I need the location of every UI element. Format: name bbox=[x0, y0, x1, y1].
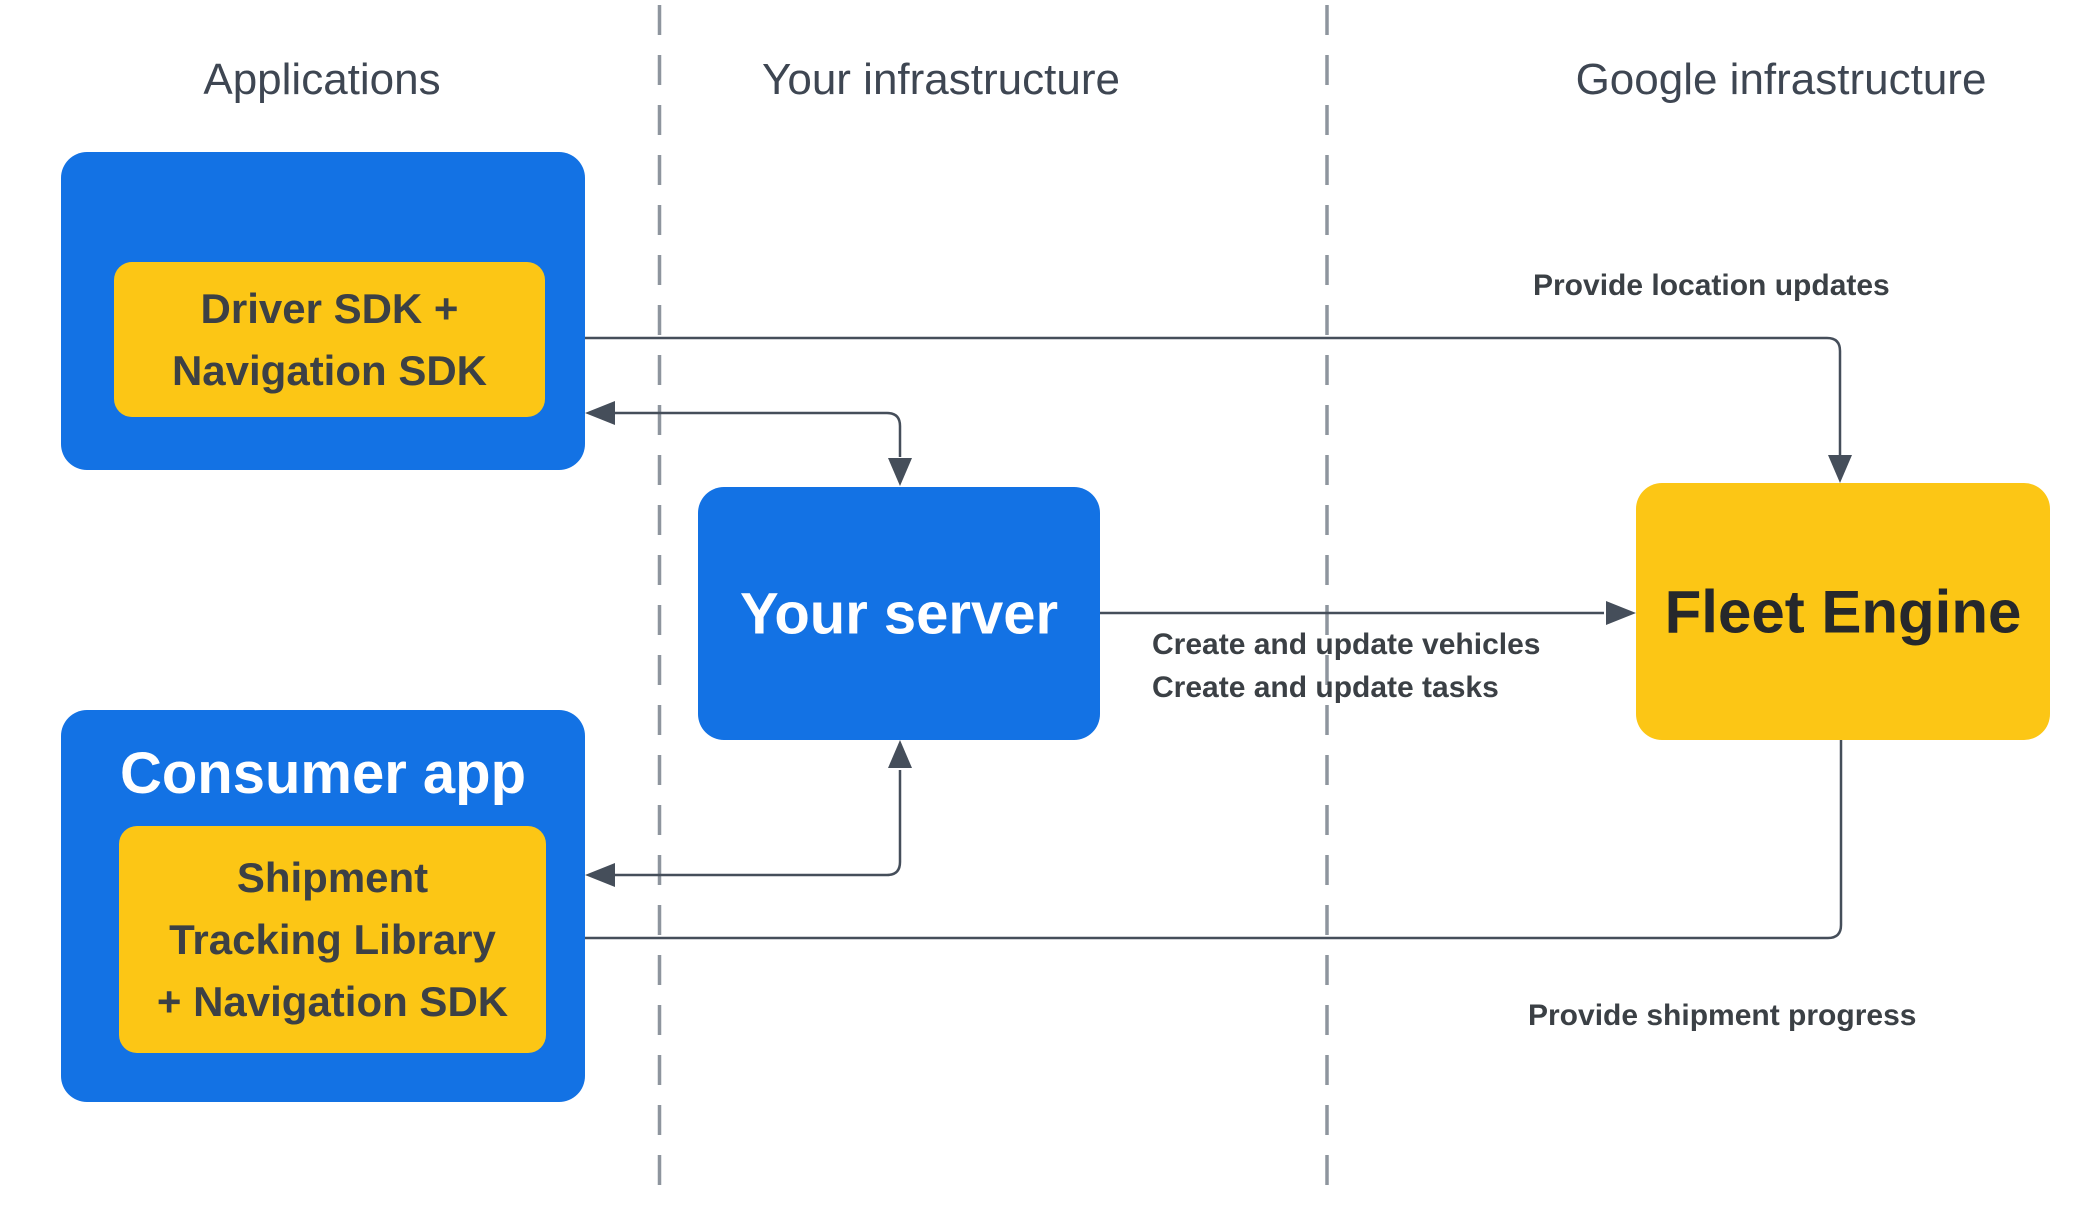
edge-label-provide-shipment-progress: Provide shipment progress bbox=[1528, 999, 1917, 1032]
shipment-library-line2: Tracking Library bbox=[169, 915, 496, 963]
arrowhead-into-fleet-engine-left bbox=[1606, 601, 1636, 625]
edge-label-create-tasks: Create and update tasks bbox=[1152, 671, 1499, 704]
arrowhead-into-consumer-app bbox=[585, 863, 615, 887]
arrowhead-into-your-server-top bbox=[888, 458, 912, 486]
edge-label-create-update: Create and update vehicles Create and up… bbox=[1152, 623, 1540, 709]
arrowhead-into-fleet-engine-top bbox=[1828, 455, 1852, 483]
edge-label-provide-location-updates: Provide location updates bbox=[1533, 269, 1890, 302]
your-server-title: Your server bbox=[739, 581, 1059, 646]
driver-sdk-node: Driver SDK + Navigation SDK bbox=[114, 262, 545, 417]
arrow-driver-app-your-server-line bbox=[614, 411, 902, 457]
consumer-app-node: Consumer app Shipment Tracking Library +… bbox=[61, 710, 585, 1102]
arrow-shipment-progress-line bbox=[576, 740, 1843, 940]
driver-sdk-line1: Driver SDK + bbox=[200, 284, 459, 332]
column-header-google-infrastructure: Google infrastructure bbox=[1575, 55, 1987, 104]
fleet-engine-node: Fleet Engine bbox=[1636, 483, 2050, 740]
driver-sdk-line2: Navigation SDK bbox=[171, 346, 488, 394]
consumer-app-title: Consumer app bbox=[119, 741, 527, 806]
arrowhead-into-your-server-bottom bbox=[888, 740, 912, 768]
driver-app-node: Driver app Driver SDK + Navigation SDK bbox=[61, 152, 585, 470]
edge-label-create-vehicles: Create and update vehicles bbox=[1152, 628, 1541, 661]
fleet-engine-title: Fleet Engine bbox=[1664, 578, 2022, 645]
arrow-location-updates-line bbox=[576, 336, 1842, 455]
shipment-library-label: Shipment Tracking Library + Navigation S… bbox=[119, 847, 546, 1033]
arrowhead-into-driver-app bbox=[585, 401, 615, 425]
shipment-library-line1: Shipment bbox=[236, 853, 429, 901]
shipment-library-line3: + Navigation SDK bbox=[156, 977, 509, 1025]
driver-sdk-label: Driver SDK + Navigation SDK bbox=[114, 278, 545, 402]
shipment-library-node: Shipment Tracking Library + Navigation S… bbox=[119, 826, 546, 1053]
your-server-node: Your server bbox=[698, 487, 1100, 740]
column-header-your-infrastructure: Your infrastructure bbox=[762, 55, 1120, 104]
column-header-applications: Applications bbox=[203, 55, 441, 104]
arrow-consumer-app-your-server-line bbox=[614, 770, 902, 877]
